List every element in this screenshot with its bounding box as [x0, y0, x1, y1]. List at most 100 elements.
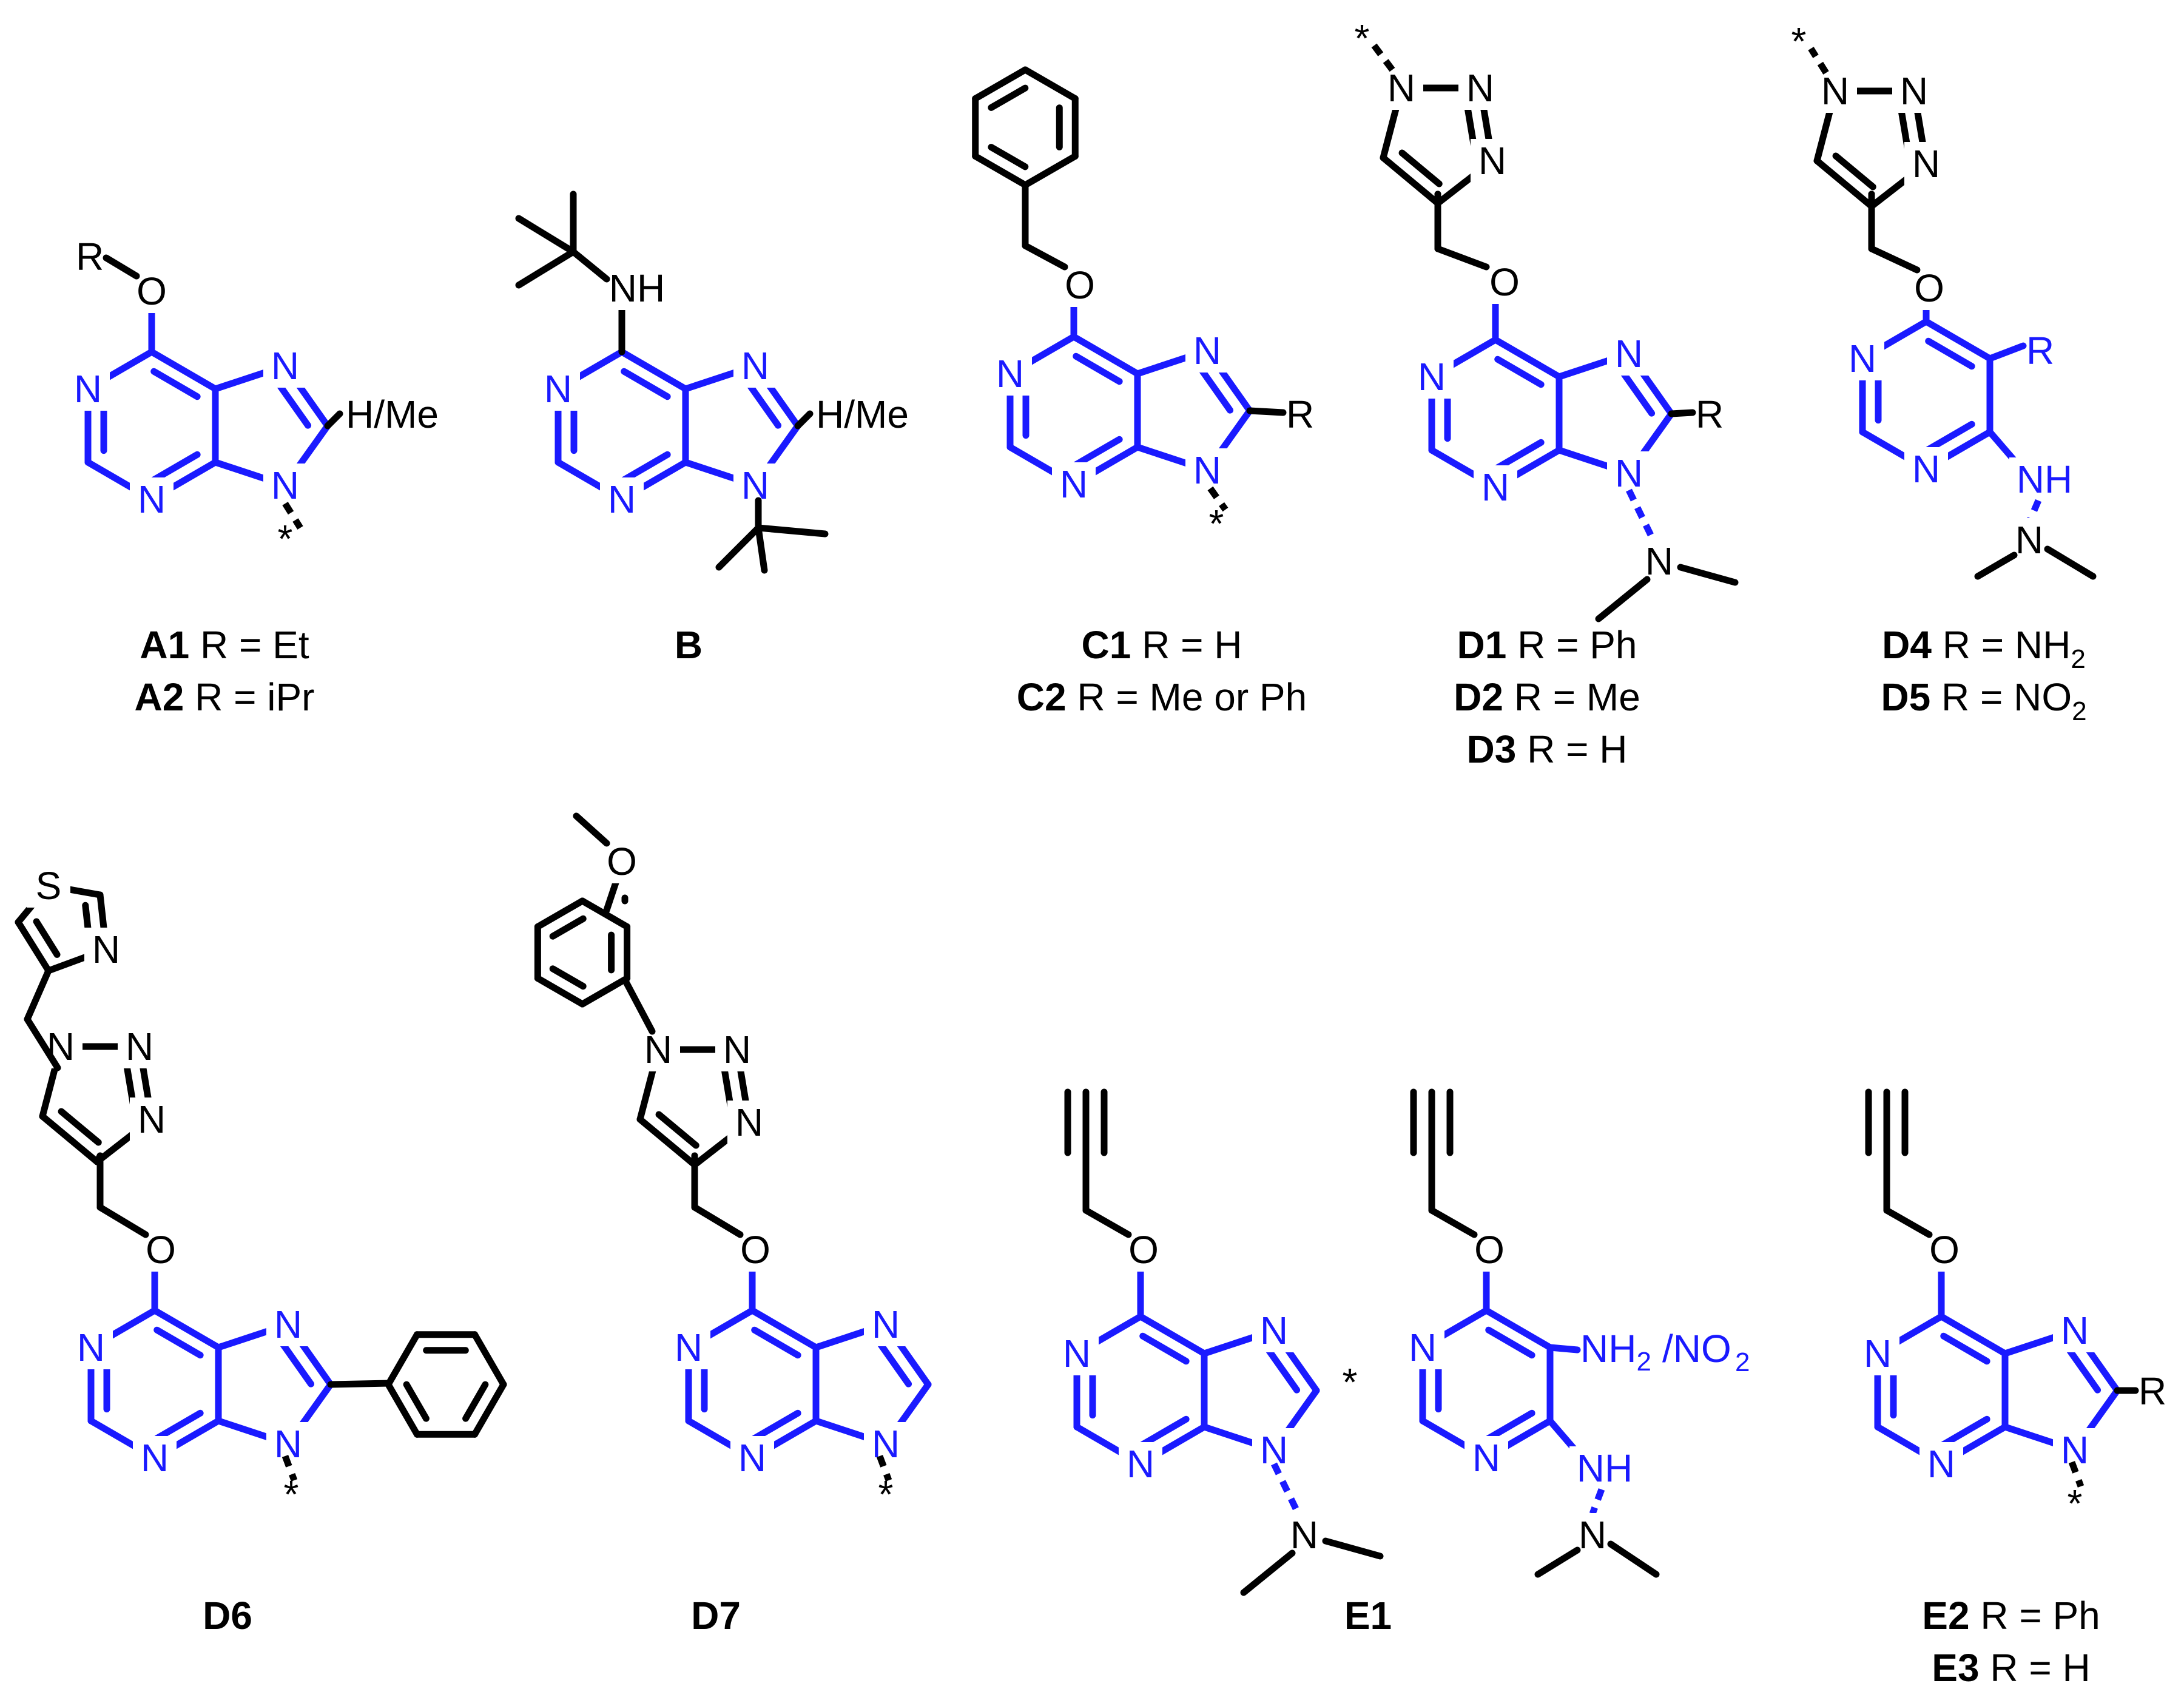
- compound-id: C2: [1017, 675, 1067, 719]
- atom-NH: NH: [1577, 1446, 1633, 1490]
- atom-N1: N: [675, 1326, 703, 1369]
- dashed-bond: [1808, 47, 1829, 75]
- caption-D2: D2 R = Me: [1454, 675, 1640, 719]
- attachment-point-star: *: [278, 517, 293, 561]
- atom-thiazole-N: N: [92, 928, 120, 971]
- methyl-bond: [1240, 1549, 1296, 1596]
- bond: [1546, 1344, 1581, 1354]
- atom-mask: [133, 1436, 177, 1480]
- bond: [324, 410, 343, 430]
- bond: [1883, 1207, 1933, 1238]
- bond: [755, 524, 829, 538]
- atom-O: O: [1065, 263, 1095, 307]
- bond: [579, 975, 631, 1008]
- bond: [24, 1016, 61, 1071]
- dashed-bond: [1371, 43, 1395, 72]
- compound-id: D1: [1457, 623, 1506, 667]
- atom-O: O: [1128, 1228, 1159, 1272]
- caption-C2: C2 R = Me or Ph: [1017, 675, 1307, 719]
- double-bond-inner: [150, 451, 201, 484]
- atom-N3: N: [138, 477, 166, 521]
- atom-mask: [1907, 266, 1951, 310]
- double-bond-inner: [1940, 1332, 1990, 1365]
- atom-triazole-N3: N: [735, 1101, 763, 1144]
- double-bond-inner: [1925, 337, 1975, 370]
- bond: [385, 1331, 420, 1388]
- bond: [1974, 551, 2018, 580]
- bond: [1380, 154, 1441, 207]
- compound-id: D4: [1882, 623, 1932, 667]
- atom-O: O: [740, 1228, 770, 1272]
- atom-N-dimethyl: N: [1290, 1513, 1318, 1557]
- bond: [1492, 336, 1563, 380]
- bond: [794, 410, 814, 430]
- atom-mask: [1185, 329, 1229, 373]
- atom-O: O: [1474, 1228, 1505, 1272]
- atom-mask: [667, 1326, 710, 1369]
- atom-mask: [1458, 66, 1502, 110]
- atom-mask: [600, 840, 644, 883]
- double-bond-inner: [275, 381, 312, 429]
- atom-O: O: [1489, 260, 1520, 304]
- atom-N3: N: [1927, 1442, 1955, 1486]
- bond: [1986, 342, 2027, 362]
- bond: [755, 524, 768, 574]
- bond: [96, 1204, 149, 1238]
- bond: [1434, 245, 1490, 271]
- atom-NH: NH: [609, 266, 665, 310]
- atom-mask: [130, 1097, 174, 1141]
- atom-R: R: [1286, 393, 1314, 436]
- atom-N-dimethyl: N: [1579, 1513, 1606, 1557]
- atom-mask: [84, 928, 128, 971]
- attachment-point-star: *: [2068, 1482, 2083, 1525]
- atom-N-dimethyl: N: [1645, 539, 1673, 583]
- atom-N7: N: [1193, 329, 1221, 373]
- atom-N1: N: [1849, 337, 1876, 380]
- bond: [972, 66, 1029, 102]
- atom-N-dimethyl: N: [2015, 518, 2043, 562]
- atom-N7: N: [2061, 1309, 2089, 1352]
- double-bond-inner: [876, 1340, 912, 1387]
- atom-mask: [1474, 465, 1517, 509]
- dashed-bond: [2026, 499, 2042, 524]
- double-bond-inner: [1485, 1326, 1535, 1359]
- atom-mask: [602, 266, 672, 310]
- atom-mask: [1055, 1332, 1099, 1375]
- atom-N7: N: [1615, 332, 1643, 376]
- atom-mask: [1904, 447, 1948, 491]
- atom-mask: [1471, 139, 1514, 183]
- attachment-point-star: *: [1791, 19, 1807, 63]
- atom-N1: N: [996, 352, 1024, 396]
- methyl-bond: [1595, 576, 1651, 622]
- atom-mask: [1058, 263, 1102, 307]
- atom-N3: N: [608, 477, 636, 521]
- compound-id: D7: [691, 1594, 741, 1637]
- atom-mask: [1904, 142, 1948, 186]
- double-bond-inner: [1494, 439, 1545, 471]
- atom-mask: [1119, 1442, 1162, 1486]
- atom-mask: [536, 367, 580, 411]
- atom-N1: N: [1418, 355, 1446, 399]
- atom-mask: [1892, 69, 1936, 113]
- bond: [1428, 1207, 1478, 1238]
- double-bond-inner: [1832, 152, 1876, 190]
- attachment-point-star: *: [284, 1472, 299, 1516]
- atom-triazole-N2: N: [126, 1025, 153, 1068]
- double-bond-inner: [621, 368, 671, 400]
- atom-mask: [1813, 69, 1857, 113]
- double-bond-inner: [1264, 1346, 1301, 1394]
- atom-mask: [266, 1303, 310, 1346]
- atom-N1: N: [544, 367, 572, 411]
- atom-N1: N: [1864, 1332, 1892, 1375]
- bond: [1137, 1313, 1208, 1357]
- double-bond-inner: [1494, 356, 1545, 388]
- bond: [471, 1331, 507, 1388]
- atom-mask: [130, 477, 174, 521]
- double-bond-inner: [751, 1326, 801, 1359]
- bond: [570, 248, 610, 283]
- double-bond-inner: [1925, 420, 1975, 453]
- atom-mask: [69, 1326, 113, 1369]
